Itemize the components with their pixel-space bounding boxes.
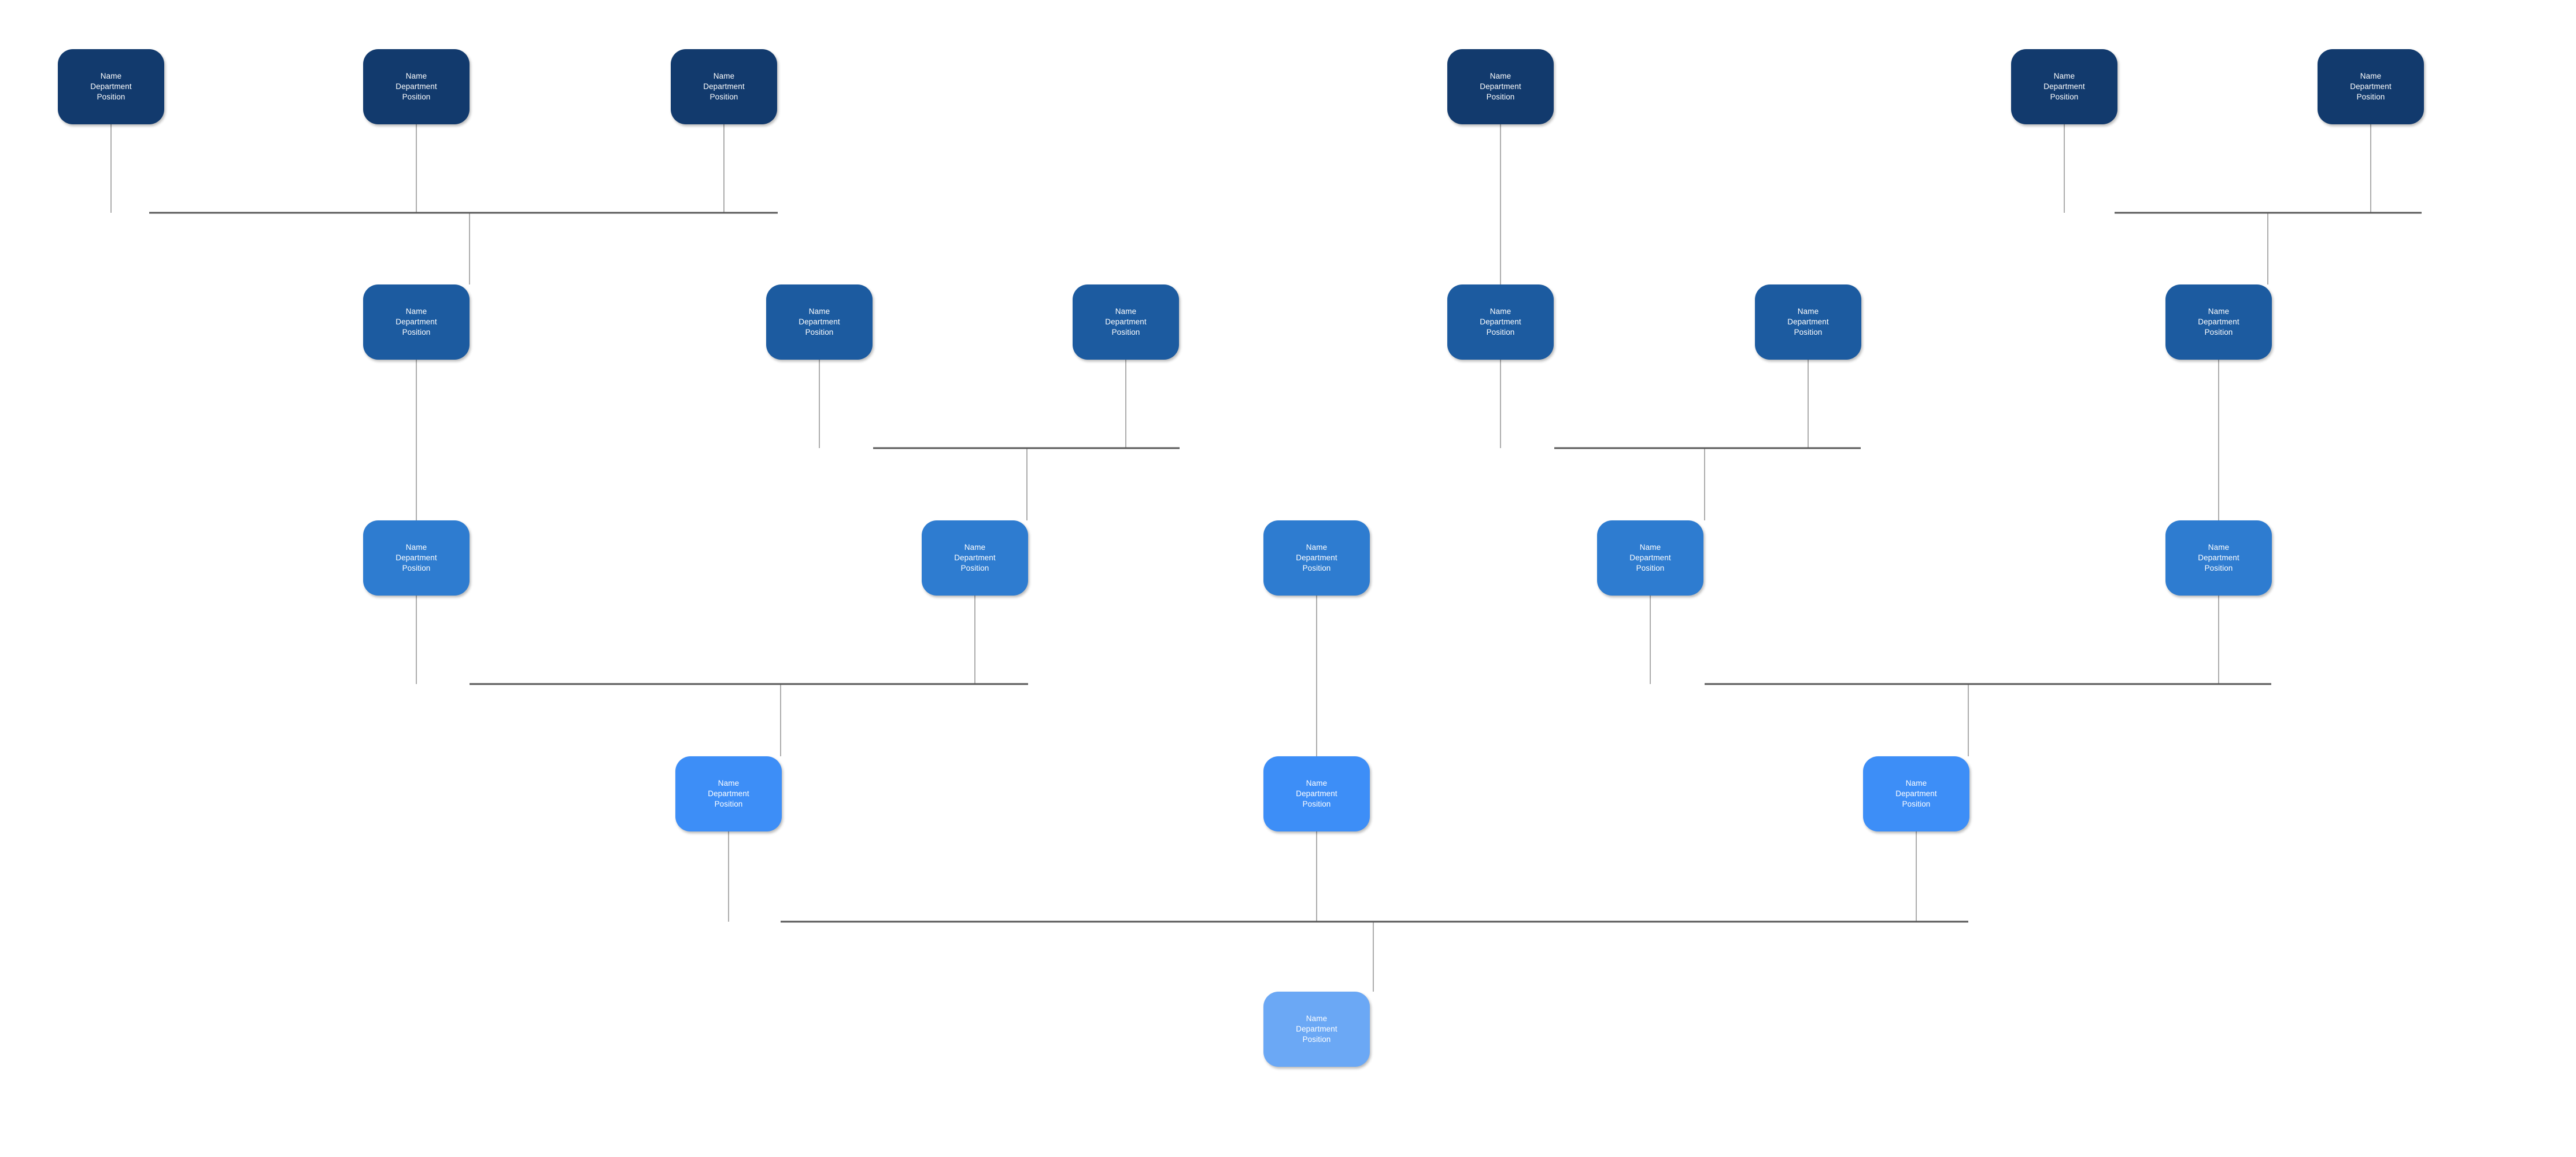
node-department: Department [90, 82, 132, 91]
node-name: Name [718, 779, 740, 788]
node-department: Department [1296, 789, 1337, 799]
node-department: Department [703, 82, 745, 91]
node-position: Position [2356, 92, 2385, 101]
node-position: Position [402, 327, 431, 337]
node-name: Name [1306, 779, 1328, 788]
node-department: Department [708, 789, 749, 799]
node-name: Name [1306, 1014, 1328, 1023]
node-department: Department [1296, 1025, 1337, 1034]
node-position: Position [1302, 1034, 1331, 1044]
node-position: Position [805, 327, 834, 337]
node-department: Department [1296, 553, 1337, 563]
node-department: Department [2198, 553, 2239, 563]
node-name: Name [1115, 307, 1137, 316]
node-department: Department [954, 553, 996, 563]
node-position: Position [97, 92, 125, 101]
node-position: Position [709, 92, 738, 101]
node-position: Position [2050, 92, 2079, 101]
node-position: Position [1902, 799, 1931, 808]
node-department: Department [1787, 317, 1829, 327]
node-name: Name [1639, 543, 1661, 552]
node-name: Name [405, 307, 427, 316]
node-position: Position [1486, 92, 1515, 101]
node-department: Department [1480, 317, 1521, 327]
node-department: Department [396, 317, 437, 327]
node-position: Position [1794, 327, 1823, 337]
node-position: Position [714, 799, 743, 808]
node-position: Position [2204, 563, 2233, 572]
node-name: Name [1905, 779, 1927, 788]
node-name: Name [713, 72, 735, 81]
node-name: Name [1490, 72, 1511, 81]
node-department: Department [1105, 317, 1147, 327]
node-name: Name [1306, 543, 1328, 552]
node-department: Department [799, 317, 840, 327]
node-position: Position [960, 563, 989, 572]
node-name: Name [2053, 72, 2075, 81]
node-position: Position [2204, 327, 2233, 337]
node-name: Name [2208, 543, 2230, 552]
node-name: Name [405, 543, 427, 552]
node-name: Name [2360, 72, 2382, 81]
node-department: Department [2198, 317, 2239, 327]
node-position: Position [402, 563, 431, 572]
node-department: Department [396, 553, 437, 563]
node-department: Department [1480, 82, 1521, 91]
node-department: Department [2043, 82, 2085, 91]
node-position: Position [1302, 799, 1331, 808]
node-name: Name [405, 72, 427, 81]
node-department: Department [396, 82, 437, 91]
node-position: Position [1111, 327, 1140, 337]
node-name: Name [2208, 307, 2230, 316]
node-department: Department [1629, 553, 1671, 563]
node-department: Department [1895, 789, 1937, 799]
node-position: Position [1636, 563, 1665, 572]
node-position: Position [402, 92, 431, 101]
node-name: Name [1797, 307, 1819, 316]
node-name: Name [964, 543, 986, 552]
node-name: Name [808, 307, 830, 316]
node-department: Department [2350, 82, 2392, 91]
node-position: Position [1486, 327, 1515, 337]
node-name: Name [100, 72, 122, 81]
node-position: Position [1302, 563, 1331, 572]
node-name: Name [1490, 307, 1511, 316]
